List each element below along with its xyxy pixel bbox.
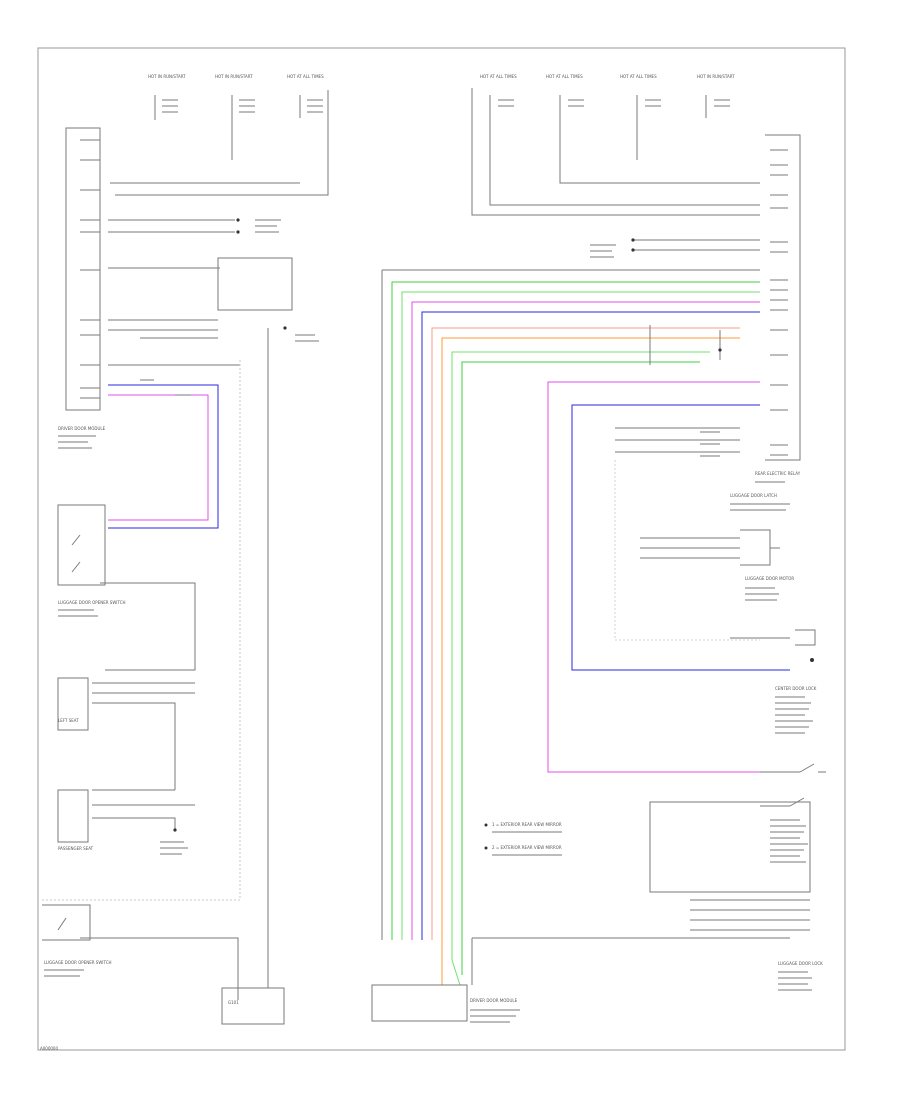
wire-blue-bundle [421, 311, 760, 940]
luggage-switch: LUGGAGE DOOR OPENER SWITCH [57, 504, 196, 671]
luggage-opener-label: LUGGAGE DOOR OPENER SWITCH [44, 960, 112, 965]
right-mid-wires: REAR ELECTRIC RELAY LUGGAGE DOOR LATCH L… [614, 427, 826, 773]
fuse-label-1: HOT IN RUN/START [148, 74, 186, 79]
left-module-label: DRIVER DOOR MODULE [58, 426, 106, 431]
wire-orange-bundle [441, 337, 740, 985]
fuse-label-6: HOT AT ALL TIMES [620, 74, 657, 79]
bottom-left-module: G101 [221, 940, 285, 1025]
fuse-label-5: HOT AT ALL TIMES [546, 74, 583, 79]
right-module-2-label: LUGGAGE DOOR LATCH [730, 493, 777, 498]
wire-green-1 [391, 281, 760, 940]
left-connector: DRIVER DOOR MODULE [58, 127, 106, 449]
ground-label: G101 [228, 1000, 239, 1005]
fuse-label-7: HOT IN RUN/START [697, 74, 735, 79]
bottom-mid-label: DRIVER DOOR MODULE [470, 998, 518, 1003]
wire-lightgreen-bundle [451, 351, 710, 986]
wire-green-2 [401, 291, 760, 940]
left-wires [40, 218, 319, 940]
diagram-border [37, 47, 846, 1051]
note-2: 2 = EXTERIOR REAR VIEW MIRROR [492, 845, 562, 850]
notes: 1 = EXTERIOR REAR VIEW MIRROR 2 = EXTERI… [484, 822, 562, 856]
wire-green-bundle-2 [461, 361, 700, 975]
right-bottom-module: LUGGAGE DOOR LOCK [472, 797, 823, 991]
right-connector [765, 134, 801, 461]
right-module-4-label: CENTER DOOR LOCK [775, 686, 817, 691]
left-seat: LEFT SEAT [57, 677, 195, 790]
fuse-label-4: HOT AT ALL TIMES [480, 74, 517, 79]
right-module-1-label: REAR ELECTRIC RELAY [755, 471, 801, 476]
wire-salmon-bundle [431, 327, 740, 940]
wire-blue-left [108, 384, 219, 529]
wire-magenta-left [108, 394, 209, 521]
footer-code: A000000 [40, 1046, 58, 1051]
note-1: 1 = EXTERIOR REAR VIEW MIRROR [492, 822, 562, 827]
passenger-seat: PASSENGER SEAT [57, 789, 195, 855]
fuse-label-3: HOT AT ALL TIMES [287, 74, 324, 79]
fuse-label-2: HOT IN RUN/START [215, 74, 253, 79]
wire-magenta-right [547, 381, 760, 773]
top-right-fuses: HOT AT ALL TIMES HOT AT ALL TIMES HOT AT… [471, 74, 760, 216]
right-upper-wires [382, 238, 760, 271]
wire-blue-right [571, 404, 790, 671]
left-seat-label: LEFT SEAT [58, 718, 79, 723]
top-left-fuses: HOT IN RUN/START HOT IN RUN/START HOT AT… [110, 74, 329, 196]
right-module-3-label: LUGGAGE DOOR MOTOR [745, 576, 794, 581]
wire-magenta-bundle [411, 301, 760, 940]
passenger-seat-label: PASSENGER SEAT [58, 846, 94, 851]
luggage-opener: LUGGAGE DOOR OPENER SWITCH [42, 904, 239, 1000]
right-bottom-label: LUGGAGE DOOR LOCK [778, 961, 823, 966]
luggage-switch-label: LUGGAGE DOOR OPENER SWITCH [58, 600, 126, 605]
bottom-mid-connector: DRIVER DOOR MODULE [371, 938, 520, 1023]
